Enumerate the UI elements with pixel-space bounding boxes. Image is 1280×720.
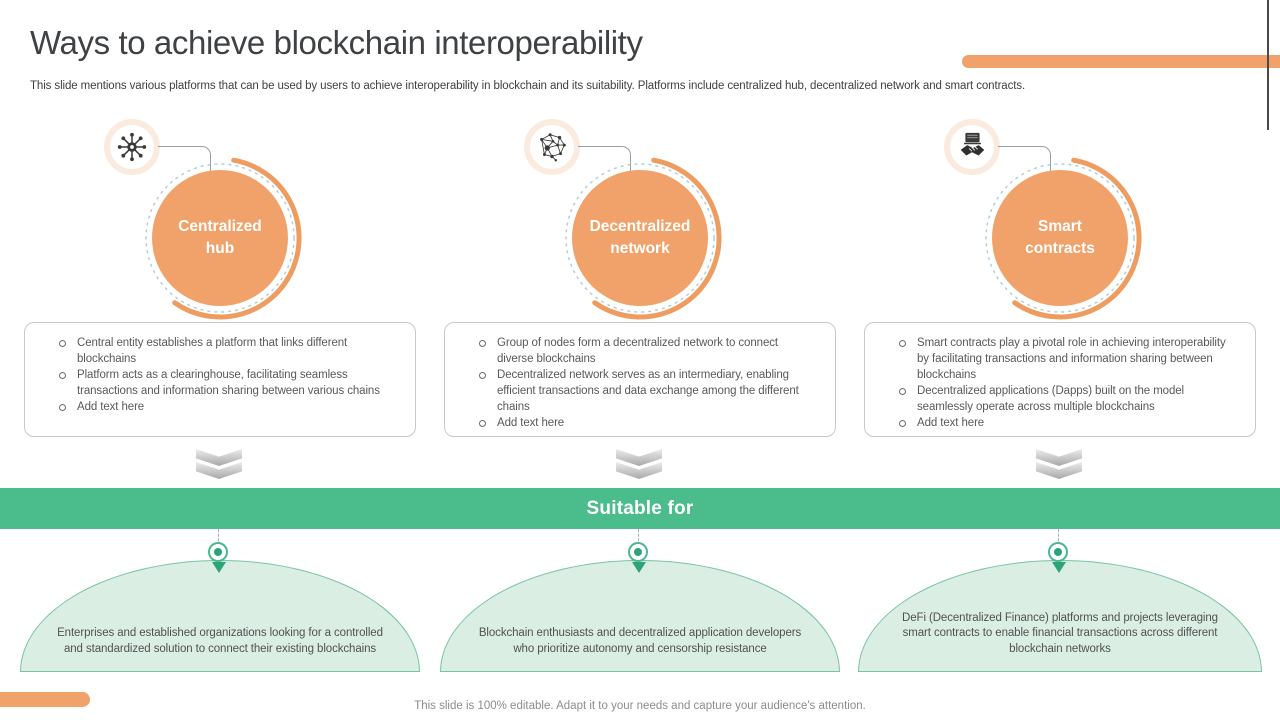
dashed-connector: [638, 529, 639, 546]
network-mesh-icon-glyph: [540, 133, 566, 162]
bullet-item: Add text here: [895, 415, 1229, 431]
bullet-item: Central entity establishes a platform th…: [55, 335, 389, 367]
location-pin-tip: [212, 562, 226, 573]
platform-circle-centralized-hub: Centralized hub: [152, 170, 288, 306]
contract-handshake-icon: [944, 119, 1000, 175]
bullet-item: Decentralized network serves as an inter…: [475, 367, 809, 415]
suitable-text: Blockchain enthusiasts and decentralized…: [478, 627, 802, 655]
down-chevron-icon: [616, 449, 662, 480]
platform-circle-decentralized-network: Decentralized network: [572, 170, 708, 306]
location-pin-tip: [632, 562, 646, 573]
suitable-arch-centralized-hub: Enterprises and established organization…: [20, 560, 420, 672]
footer-note: This slide is 100% editable. Adapt it to…: [414, 700, 866, 712]
down-chevron-icon: [1036, 449, 1082, 480]
bullet-box-centralized-hub: Central entity establishes a platform th…: [24, 322, 416, 437]
suitable-arch-decentralized-network: Blockchain enthusiasts and decentralized…: [440, 560, 840, 672]
contract-handshake-icon-glyph: [960, 132, 985, 156]
location-pin-icon: [208, 542, 228, 562]
slide-subtitle: This slide mentions various platforms th…: [30, 80, 1026, 92]
platform-circle-smart-contracts: Smart contracts: [992, 170, 1128, 306]
bullet-item: Group of nodes form a decentralized netw…: [475, 335, 809, 367]
icon-connector-line: [998, 146, 1051, 173]
location-pin-icon: [1048, 542, 1068, 562]
network-mesh-icon: [524, 119, 580, 175]
bullet-item: Decentralized applications (Dapps) built…: [895, 383, 1229, 415]
bullet-item: Add text here: [55, 399, 389, 415]
bullet-box-smart-contracts: Smart contracts play a pivotal role in a…: [864, 322, 1256, 437]
circle-label: Decentralized network: [589, 217, 691, 257]
down-chevron-icon: [196, 449, 242, 480]
location-pin-tip: [1052, 562, 1066, 573]
suitable-text: DeFi (Decentralized Finance) platforms a…: [902, 611, 1218, 655]
hub-spoke-icon-glyph: [117, 132, 147, 162]
bullet-box-decentralized-network: Group of nodes form a decentralized netw…: [444, 322, 836, 437]
circle-decoration: [145, 157, 302, 320]
suitable-arch-smart-contracts: DeFi (Decentralized Finance) platforms a…: [858, 560, 1262, 672]
top-accent-bar: [962, 55, 1280, 68]
circle-decoration: [985, 157, 1142, 320]
banner-label: Suitable for: [586, 497, 694, 519]
circle-label: Smart contracts: [1025, 217, 1095, 257]
bullet-item: Platform acts as a clearinghouse, facili…: [55, 367, 389, 399]
suitable-for-banner: Suitable for: [0, 488, 1280, 529]
dashed-connector: [1058, 529, 1059, 546]
suitable-text: Enterprises and established organization…: [57, 627, 383, 655]
location-pin-icon: [628, 542, 648, 562]
icon-connector-line: [578, 146, 631, 173]
bullet-item: Smart contracts play a pivotal role in a…: [895, 335, 1229, 383]
circle-decoration: [565, 157, 722, 320]
footer-accent-bar: [0, 692, 90, 707]
icon-connector-line: [158, 146, 211, 173]
bullet-item: Add text here: [475, 415, 809, 431]
header-vertical-rule: [1267, 0, 1269, 130]
dashed-connector: [218, 529, 219, 546]
circle-label: Centralized hub: [178, 217, 262, 257]
page-title: Ways to achieve blockchain interoperabil…: [30, 24, 643, 61]
hub-spoke-icon: [104, 119, 160, 175]
